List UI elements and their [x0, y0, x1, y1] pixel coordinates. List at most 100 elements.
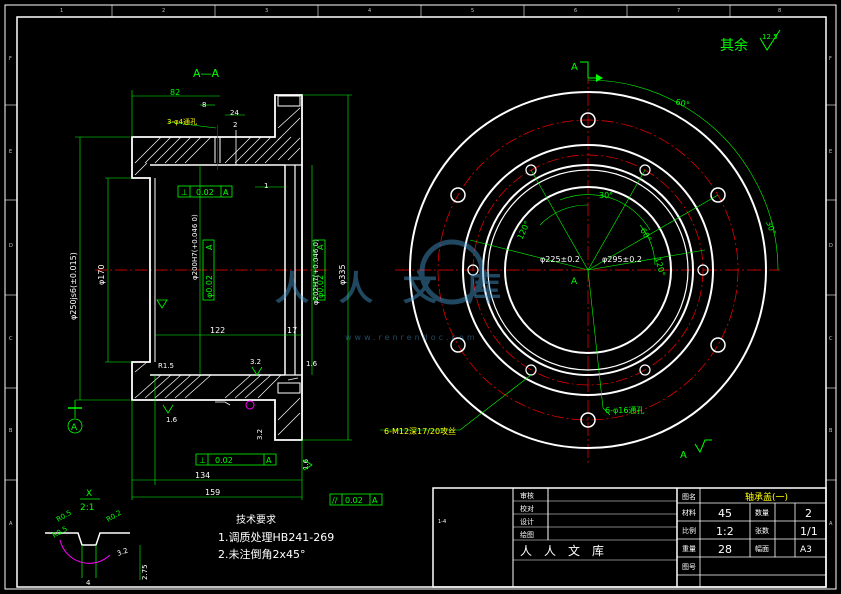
- detail-rough: 3.2: [116, 547, 129, 558]
- tol-2-value: φ0.02: [205, 275, 214, 298]
- tol-4-datum: A: [266, 456, 272, 465]
- tb-format-value: A3: [800, 545, 812, 555]
- section-hatch-bottom: [134, 361, 301, 436]
- inner-bore-circle: [504, 186, 672, 354]
- detail-title: X: [86, 489, 92, 499]
- tb-check: 校对: [520, 504, 534, 513]
- tol-1-value: 0.02: [196, 188, 214, 197]
- rough-symbol-1: [156, 299, 168, 309]
- section-mark-bottom: A: [680, 450, 687, 461]
- threads-callout: 6-M12深17/20攻丝: [384, 426, 456, 436]
- dim-dia-335: φ335: [338, 264, 347, 285]
- datum-a-label: A: [71, 423, 78, 433]
- inner-frame: [16, 16, 827, 588]
- tol-2-datum: A: [205, 244, 214, 250]
- bore-outer-circle: [482, 164, 694, 376]
- tech-title: 技术要求: [236, 513, 276, 526]
- dim-8: 8: [202, 101, 206, 109]
- tolerance-frame-2: φ0.02 A: [202, 239, 215, 301]
- angle-120-right: 120°: [653, 256, 667, 277]
- tb-design: 设计: [520, 517, 534, 526]
- dim-dia-250: φ250js6(±0.015): [69, 252, 78, 320]
- tech-item-2: 2.未注倒角2x45°: [218, 547, 306, 561]
- tb-sheets-label: 张数: [755, 526, 769, 535]
- watermark-text: 人人文库: [275, 269, 531, 309]
- flange-holes: [450, 112, 726, 428]
- detail-r0-5-a: R0.5: [55, 509, 73, 524]
- tol-5-value: 0.02: [345, 496, 363, 505]
- zone-top-2: 2: [162, 8, 165, 14]
- tb-sheets-value: 1/1: [800, 525, 818, 538]
- detail-dim-2-75: 2.75: [141, 564, 149, 580]
- zone-ticks: [5, 5, 836, 481]
- tech-requirements: 技术要求 1.调质处理HB241-269 2.未注倒角2x45°: [218, 513, 334, 561]
- dim-24: 24: [230, 109, 239, 117]
- section-title: A—A: [193, 67, 220, 80]
- angle-dims: [380, 79, 779, 431]
- angle-120-left: 120°: [516, 220, 532, 241]
- tb-review: 审核: [520, 491, 534, 500]
- dim-134: 134: [195, 471, 210, 480]
- tb-logo: 人人文库: [520, 543, 616, 558]
- zone-top-1: 1: [60, 8, 63, 14]
- dim-r1-5: R1.5: [158, 362, 174, 370]
- bore-circle: [487, 169, 689, 371]
- rough-1-6-a: 1.6: [306, 360, 318, 368]
- dim-dia-202: φ202H7(+0.046 0): [312, 239, 320, 305]
- zone-side-b-right: B: [829, 428, 833, 434]
- front-view: A A 60° 30° 30° 60° 120° 120° φ225±0.2 φ…: [380, 61, 780, 465]
- tb-draw: 绘图: [520, 530, 534, 539]
- zone-top-7: 7: [677, 8, 680, 14]
- detail-scale: 2:1: [80, 503, 94, 513]
- roughness-remainder-label: 其余: [720, 37, 748, 54]
- section-mark-top: A: [571, 62, 578, 73]
- tol-1-symbol: ⊥: [181, 188, 188, 197]
- tol-4-value: 0.02: [215, 456, 233, 465]
- zone-top-6: 6: [574, 8, 577, 14]
- tolerance-frame-3: φ0.02 A: [313, 239, 326, 301]
- dim-2: 2: [233, 121, 237, 129]
- section-view: A—A: [67, 67, 383, 506]
- zone-top-3: 3: [265, 8, 268, 14]
- tb-scale-label: 比例: [682, 526, 696, 535]
- detail-r0-5-b: R0.5: [51, 525, 69, 540]
- tb-name-label: 图名: [682, 492, 696, 501]
- zone-side-a-right: A: [829, 521, 833, 527]
- dim-82: 82: [170, 88, 180, 97]
- pcd-225-label: φ225±0.2: [540, 255, 580, 264]
- pcd-295-label: φ295±0.2: [602, 255, 642, 264]
- tb-name-value: 轴承盖(一): [745, 491, 788, 503]
- holes-callout: 6-φ16通孔: [605, 405, 644, 415]
- zone-side-c-right: C: [829, 336, 833, 342]
- tb-qty-label: 数量: [755, 508, 769, 517]
- rough-1-6-c: 1.6: [302, 458, 310, 470]
- flange-outer-circle: [409, 91, 767, 449]
- dim-159: 159: [205, 488, 220, 497]
- tol-4-symbol: ⊥: [199, 456, 206, 465]
- dim-17: 17: [287, 326, 297, 335]
- tb-format-label: 幅面: [755, 544, 769, 553]
- datum-a-symbol: [67, 418, 83, 434]
- tb-material-value: 45: [718, 507, 732, 520]
- zone-side-e: E: [9, 149, 12, 155]
- dim-dia-170: φ170: [97, 264, 106, 285]
- tol-5-symbol: //: [332, 496, 338, 505]
- watermark: 人人文库 www.renrendoc.com: [275, 239, 531, 342]
- angle-60-outer: 60°: [674, 97, 690, 109]
- rough-3-2-a: 3.2: [250, 358, 261, 366]
- front-center-a: A: [571, 277, 578, 287]
- tol-1-datum: A: [223, 188, 229, 197]
- tol-5-datum: A: [372, 496, 378, 505]
- tb-drawing-no-label: 图号: [682, 563, 696, 571]
- tb-weight-label: 重量: [682, 545, 696, 553]
- zone-side-b: B: [9, 428, 13, 434]
- detail-dim-4: 4: [86, 579, 91, 587]
- tolerance-frame-1: ⊥ 0.02 A: [177, 185, 233, 198]
- zone-side-f: F: [9, 56, 12, 62]
- section-outline: [131, 94, 303, 441]
- zone-labels: 1 2 3 4 5 6 7 8 F E D C B A F E D C B A: [9, 8, 833, 527]
- tolerance-frame-5: // 0.02 A: [329, 493, 383, 506]
- tb-material-label: 材料: [682, 508, 696, 517]
- watermark-url: www.renrendoc.com: [345, 333, 478, 342]
